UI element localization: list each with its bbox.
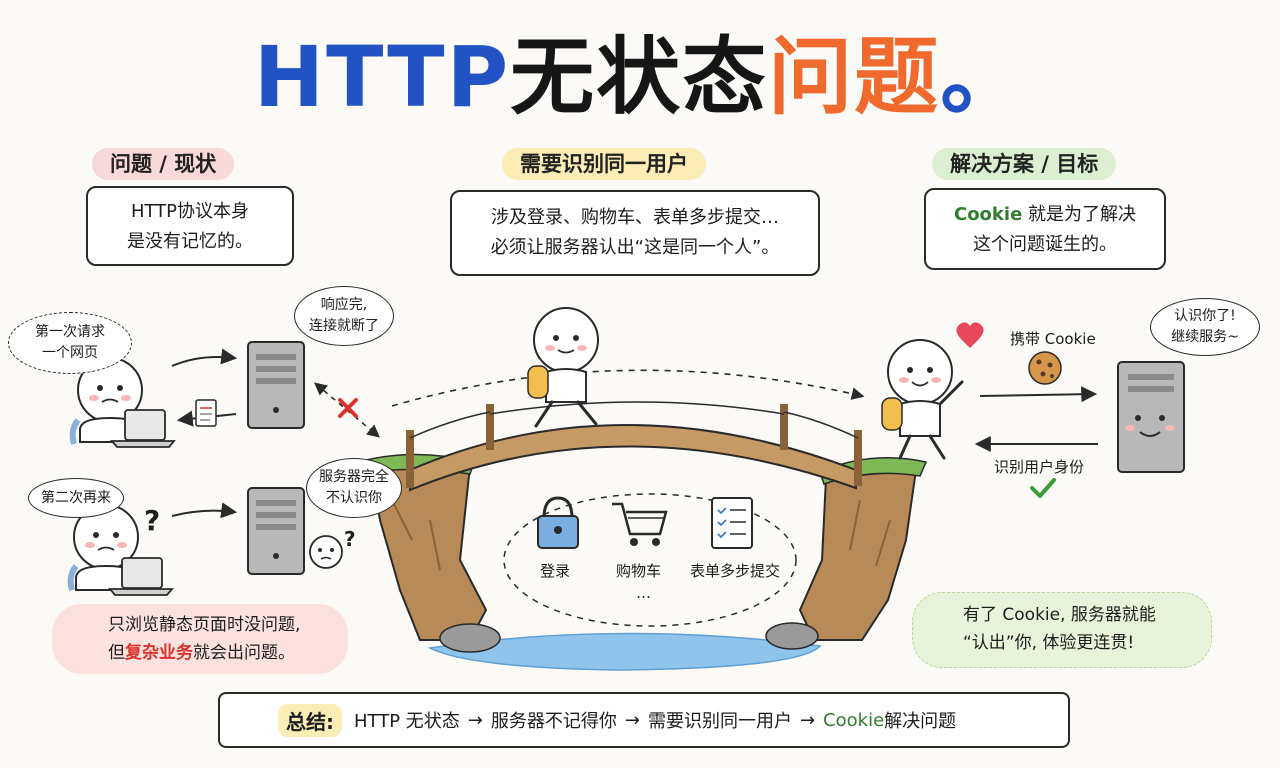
second-request-arrow — [171, 502, 238, 519]
state-connection-arrow — [391, 369, 865, 407]
summary-step-4-rest: 解决问题 — [884, 711, 957, 732]
lock-icon — [537, 496, 579, 549]
cross-icon — [338, 398, 358, 418]
solution-line-1: Cookie 就是为了解决 — [926, 200, 1164, 230]
heart-icon — [956, 322, 984, 348]
title-problem: 问题 — [768, 28, 941, 126]
benefit-line-1: 有了 Cookie, 服务器就能 — [963, 605, 1156, 625]
document-icon — [195, 399, 217, 427]
checklist-icon — [711, 497, 753, 549]
svg-text:?: ? — [144, 504, 160, 537]
summary-cookie: Cookie — [823, 709, 885, 731]
server-forgot-line-1: 服务器完全 — [319, 469, 389, 485]
wooden-bridge — [406, 401, 862, 492]
summary-arrow-1: → — [467, 709, 483, 731]
cart-label: 购物车 — [616, 562, 662, 580]
need-pill: 需要识别同一用户 — [502, 148, 706, 180]
login-label: 登录 — [540, 562, 571, 580]
solution-cookie: Cookie — [953, 204, 1023, 225]
summary-arrow-2: → — [624, 709, 640, 731]
carry-cookie-arrow — [979, 386, 1098, 403]
cart-icon — [612, 502, 668, 546]
server-icon — [247, 341, 305, 429]
warning-line-2: 但复杂业务就会出问题。 — [108, 639, 348, 667]
need-line-1: 涉及登录、购物车、表单多步提交… — [491, 207, 779, 228]
server-forgot-bubble: 服务器完全不认识你 — [306, 458, 402, 518]
river — [427, 632, 822, 671]
scenario-container — [503, 493, 797, 627]
problem-box: HTTP协议本身 是没有记忆的。 — [86, 186, 294, 266]
laptop-icon — [110, 409, 176, 448]
summary-step-2: 服务器不记得你 — [490, 711, 617, 732]
first-request-bubble: 第一次请求一个网页 — [8, 312, 132, 374]
summary-bar: 总结: HTTP 无状态 → 服务器不记得你 → 需要识别同一用户 → Cook… — [218, 692, 1070, 748]
summary-step-3: 需要识别同一用户 — [647, 711, 792, 732]
carry-cookie-label: 携带 Cookie — [1010, 330, 1096, 348]
title-period: 。 — [940, 28, 1027, 126]
benefit-note: 有了 Cookie, 服务器就能 “认出”你, 体验更连贯! — [912, 592, 1212, 668]
problem-pill: 问题 / 现状 — [92, 148, 235, 180]
server-icon — [1117, 361, 1185, 473]
second-visit-bubble: 第二次再来 — [28, 478, 124, 518]
recognize-bubble: 认识你了! 继续服务~ — [1150, 298, 1260, 356]
summary-label: 总结: — [278, 703, 342, 737]
check-icon — [1030, 478, 1056, 498]
problem-line-1: HTTP协议本身 — [130, 201, 250, 222]
title-http: HTTP — [253, 28, 511, 126]
title-stateless: 无状态 — [510, 28, 769, 126]
need-box: 涉及登录、购物车、表单多步提交… 必须让服务器认出“这是同一个人”。 — [450, 190, 820, 276]
warning-line-2-a: 但 — [108, 643, 125, 663]
cookie-icon — [1028, 351, 1062, 385]
warning-line-1: 只浏览静态页面时没问题, — [108, 615, 301, 635]
question-icon: ? — [144, 504, 160, 537]
user-second-visit — [67, 504, 139, 591]
warning-complex: 复杂业务 — [125, 643, 193, 663]
benefit-line-2: “认出”你, 体验更连贯! — [963, 633, 1135, 653]
warning-line-2-c: 就会出问题。 — [193, 643, 295, 663]
recognize-line-2: 继续服务~ — [1171, 329, 1239, 345]
solution-box: Cookie 就是为了解决 这个问题诞生的。 — [924, 188, 1166, 270]
server-icon — [247, 487, 305, 575]
summary-step-1: HTTP 无状态 — [354, 711, 460, 732]
first-request-line-2: 一个网页 — [42, 345, 98, 361]
svg-text:?: ? — [344, 527, 356, 551]
confused-face: ? — [309, 527, 356, 569]
solution-line-1-rest: 就是为了解决 — [1022, 204, 1137, 225]
response-line-1: 响应完, — [320, 297, 368, 313]
laptop-icon — [108, 557, 174, 596]
solution-pill: 解决方案 / 目标 — [932, 148, 1117, 180]
response-bubble: 响应完, 连接就断了 — [294, 286, 394, 346]
walking-user — [527, 307, 599, 428]
happy-user — [881, 339, 964, 460]
right-cliff — [798, 457, 928, 641]
user-first-visit — [69, 357, 143, 445]
page-title: HTTP无状态问题。 — [0, 22, 1280, 132]
warning-note: 只浏览静态页面时没问题, 但复杂业务就会出问题。 — [52, 604, 348, 674]
identify-user-label: 识别用户身份 — [994, 458, 1085, 476]
solution-line-2: 这个问题诞生的。 — [973, 234, 1117, 255]
summary-arrow-3: → — [799, 709, 816, 731]
need-line-2: 必须让服务器认出“这是同一个人”。 — [490, 237, 780, 258]
first-request-line-1: 第一次请求 — [35, 324, 105, 340]
form-label: 表单多步提交 — [690, 562, 781, 580]
more-label: … — [636, 584, 651, 602]
server-forgot-line-2: 不认识你 — [326, 490, 382, 506]
request-arrow — [171, 348, 238, 367]
response-line-2: 连接就断了 — [309, 318, 379, 334]
recognize-line-1: 认识你了! — [1174, 308, 1236, 324]
second-visit-text: 第二次再来 — [41, 489, 111, 506]
problem-line-2: 是没有记忆的。 — [127, 231, 253, 252]
